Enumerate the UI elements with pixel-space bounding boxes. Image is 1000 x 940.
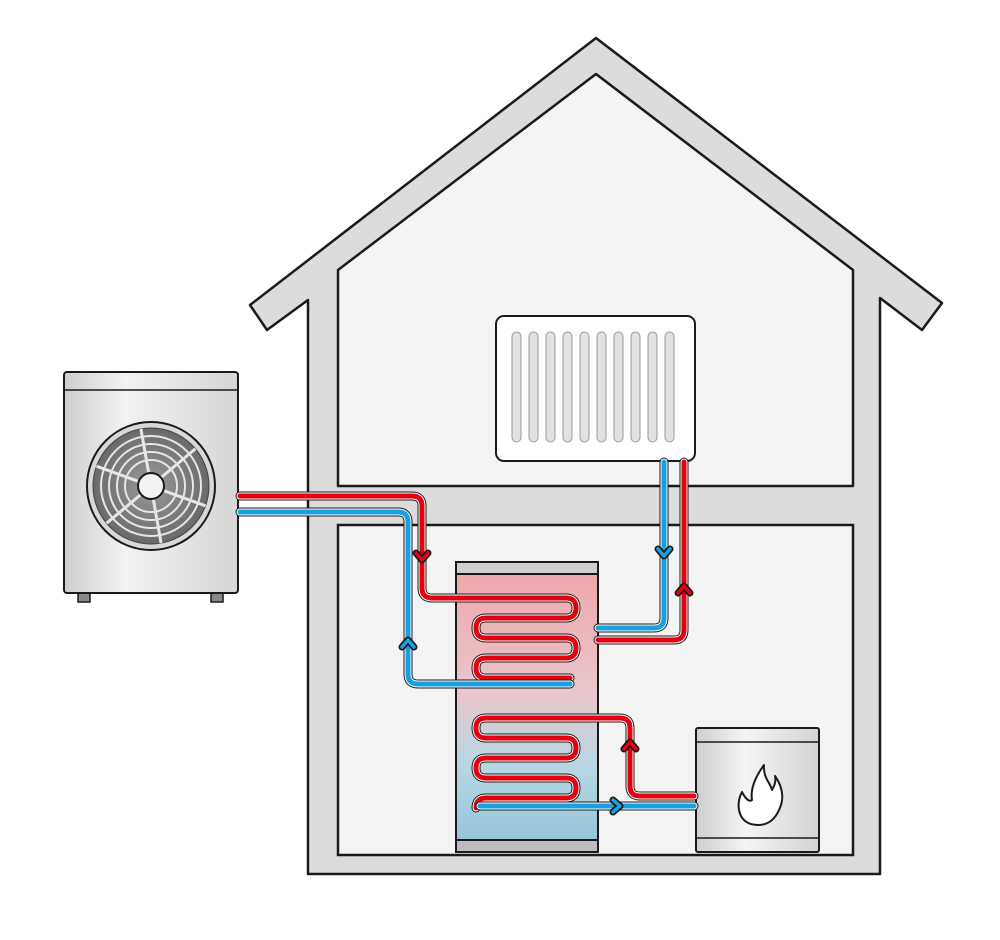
upper-room [336, 72, 855, 488]
radiator-fin [613, 331, 624, 443]
flow-arrow [620, 738, 640, 753]
fan-blade [163, 489, 207, 508]
flow-arrow [609, 796, 624, 816]
tank-top-cap [455, 561, 599, 575]
fan-ring [108, 443, 194, 529]
radiator-fin [545, 331, 556, 443]
fan-ring [124, 459, 178, 513]
radiator-fin [562, 331, 573, 443]
boiler-flow-pipe [471, 713, 699, 813]
fan-blade [160, 447, 197, 479]
radiator-fin [647, 331, 658, 443]
fan-blade [151, 499, 163, 544]
heat-pump-return-pipe [235, 507, 575, 689]
fan-blade [105, 493, 142, 525]
pipe-network [235, 457, 699, 816]
radiator[interactable] [495, 315, 696, 462]
radiator-fin [528, 331, 539, 443]
radiator-fin [579, 331, 590, 443]
flow-arrow [654, 545, 674, 560]
radiator-fin [511, 331, 522, 443]
fan-icon [86, 421, 216, 551]
outdoor-heat-pump-unit[interactable] [63, 371, 239, 603]
radiator-flow-pipe [593, 457, 689, 645]
radiator-fin [630, 331, 641, 443]
fan-ring [100, 435, 202, 537]
radiator-fins [511, 331, 675, 443]
radiator-fin [596, 331, 607, 443]
heat-pump-flow-pipe [235, 491, 581, 683]
fan-blade [95, 464, 139, 483]
fan-ring [116, 451, 186, 521]
fan-blade [139, 428, 151, 473]
flame-icon [737, 764, 784, 826]
flow-arrow [674, 582, 694, 597]
radiator-return-pipe [593, 457, 669, 633]
boiler[interactable] [695, 727, 820, 853]
flow-arrow [412, 549, 432, 564]
flow-arrow [398, 636, 418, 651]
radiator-fin [664, 331, 675, 443]
tank-bottom-cap [455, 839, 599, 853]
